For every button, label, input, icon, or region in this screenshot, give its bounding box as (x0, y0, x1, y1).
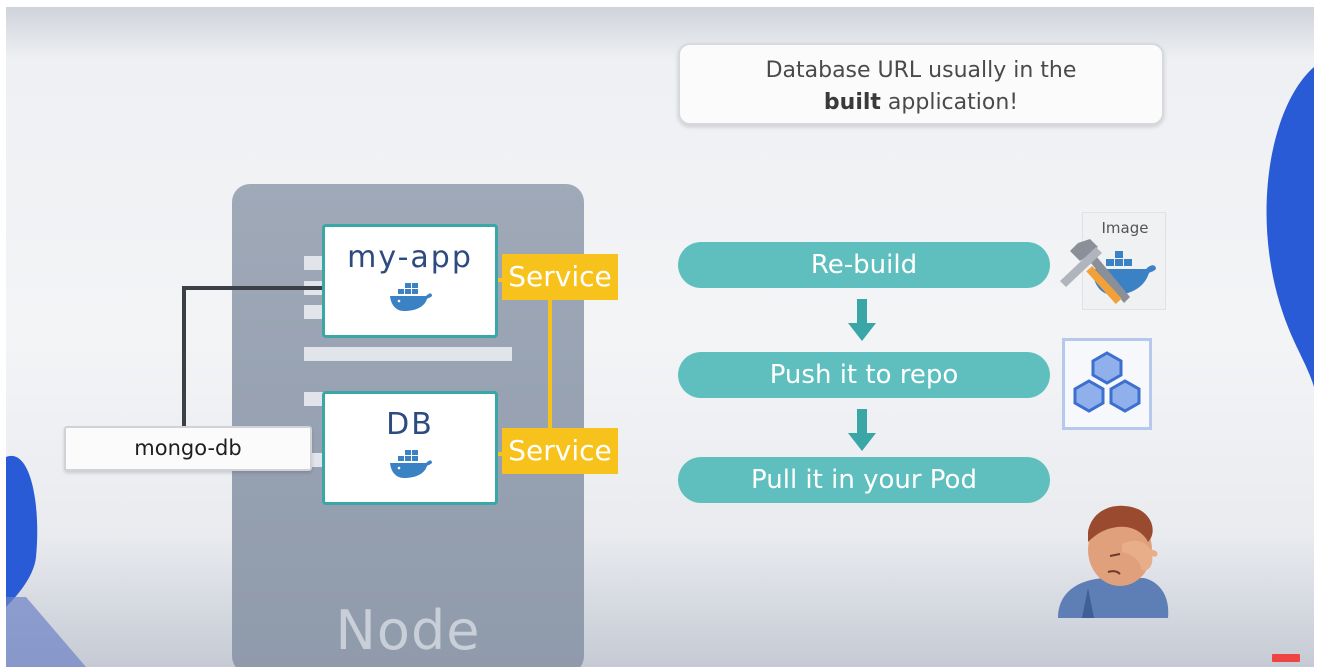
slide-canvas: Database URL usually in the built applic… (6, 7, 1314, 667)
my-app-pod[interactable]: my-app (322, 224, 498, 338)
db-pod[interactable]: DB (322, 391, 498, 505)
pull-in-pod-step: Pull it in your Pod (678, 457, 1050, 503)
node-bar (304, 305, 324, 319)
blue-blob-left (6, 455, 86, 667)
build-tools-docker-icon (1060, 239, 1156, 305)
mongo-db-label: mongo-db (64, 426, 312, 471)
callout-bold-word: built (823, 90, 881, 115)
image-card-label: Image (1101, 219, 1149, 237)
repository-card (1062, 338, 1152, 430)
frustrated-person-icon (1058, 505, 1169, 618)
stacked-cubes-icon (1073, 351, 1141, 413)
push-to-repo-step: Push it to repo (678, 352, 1050, 398)
blue-blob-right (1266, 67, 1314, 387)
callout-line-2-rest: application! (880, 90, 1019, 115)
docker-whale-icon (390, 283, 432, 311)
my-app-service[interactable]: Service (502, 254, 618, 300)
db-service[interactable]: Service (502, 428, 618, 474)
down-arrow-icon (848, 299, 876, 341)
rebuild-step: Re-build (678, 242, 1050, 288)
node-label: Node (335, 599, 481, 662)
db-title: DB (386, 407, 434, 442)
node-bar (304, 256, 324, 270)
my-app-title: my-app (347, 240, 473, 275)
watermark-badge (1272, 654, 1300, 662)
callout-line-2: built application! (680, 87, 1162, 119)
node-bar (304, 392, 324, 406)
callout-line-1: Database URL usually in the (765, 58, 1077, 83)
docker-whale-icon (390, 450, 432, 478)
database-url-callout: Database URL usually in the built applic… (678, 43, 1164, 125)
node-bar (304, 347, 512, 361)
down-arrow-icon (848, 409, 876, 451)
